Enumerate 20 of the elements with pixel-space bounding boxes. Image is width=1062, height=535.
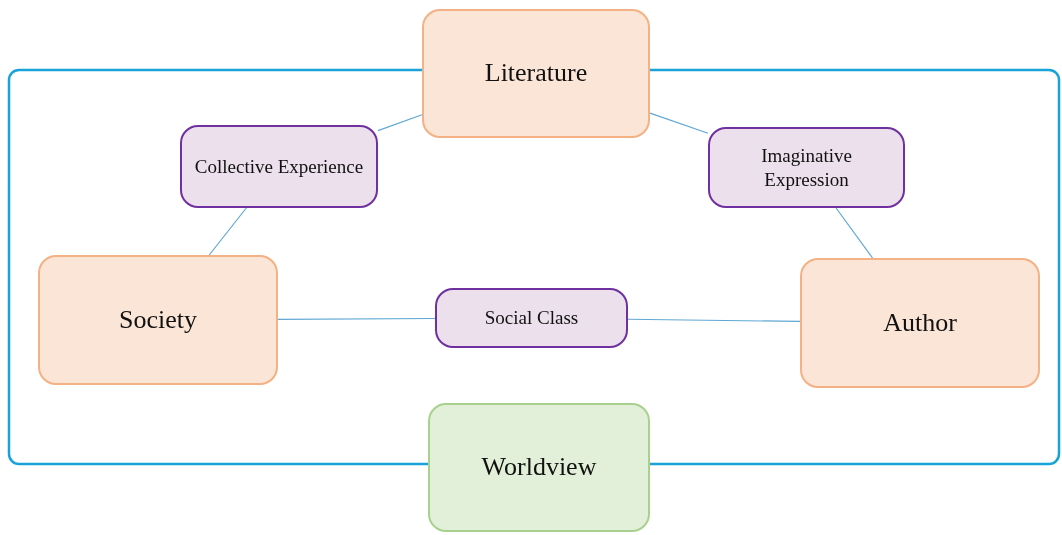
concept-label: Literature <box>484 57 588 90</box>
concept-box <box>422 9 650 138</box>
concept-label: Imaginative Expression <box>760 143 853 192</box>
concept-box <box>800 258 1040 388</box>
concept-box <box>180 125 378 208</box>
concept-label: Worldview <box>481 451 597 484</box>
concept-label: Society <box>119 303 197 336</box>
connector-line <box>649 112 709 134</box>
connector-line <box>277 317 436 320</box>
concept-label: Social Class <box>484 306 579 330</box>
connector-line <box>377 114 423 132</box>
concept-label: Collective Experience <box>194 154 364 179</box>
concept-label: Author <box>883 306 957 339</box>
concept-box <box>708 127 905 208</box>
concept-box <box>428 403 650 532</box>
concept-box <box>435 288 628 348</box>
connector-line <box>208 207 247 256</box>
connector-line <box>627 318 801 323</box>
concept-box <box>38 255 278 385</box>
connector-line <box>835 207 874 259</box>
